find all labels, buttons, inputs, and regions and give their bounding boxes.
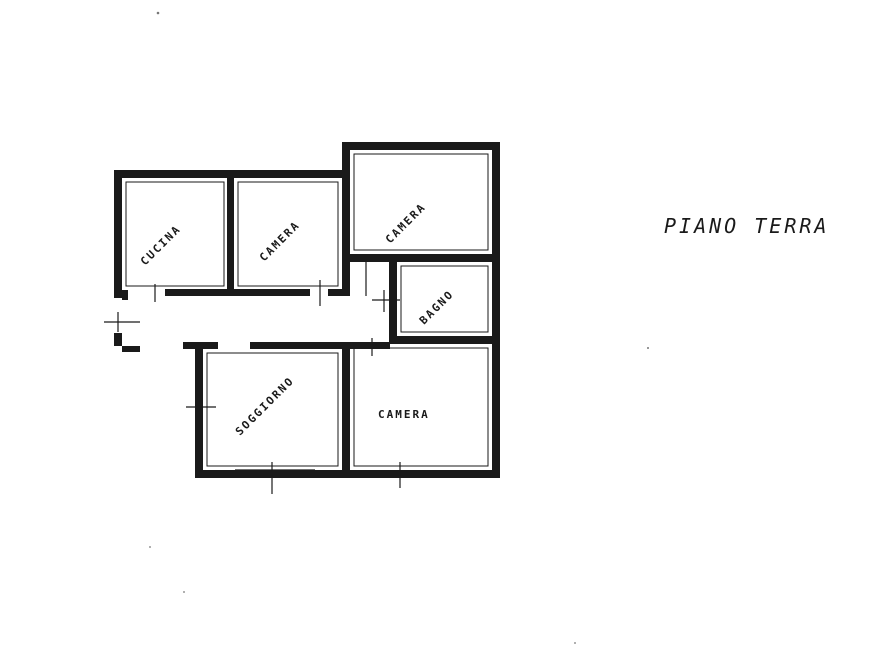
room-label-cucina: CUCINA [138, 222, 184, 268]
interior-walls [165, 178, 500, 478]
floor-title: PIANO TERRA [664, 214, 830, 238]
room-outlines [125, 153, 489, 467]
room-label-camera-2: CAMERA [383, 200, 429, 246]
scan-specks [149, 11, 649, 644]
room-label-camera-1: CAMERA [257, 218, 303, 264]
room-label-bagno: BAGNO [417, 287, 457, 327]
room-labels: CUCINA CAMERA CAMERA BAGNO SOGGIORNO CAM… [138, 200, 457, 438]
room-label-camera-3: CAMERA [378, 408, 430, 421]
room-label-soggiorno: SOGGIORNO [233, 374, 297, 438]
opening-ticks [104, 186, 495, 494]
